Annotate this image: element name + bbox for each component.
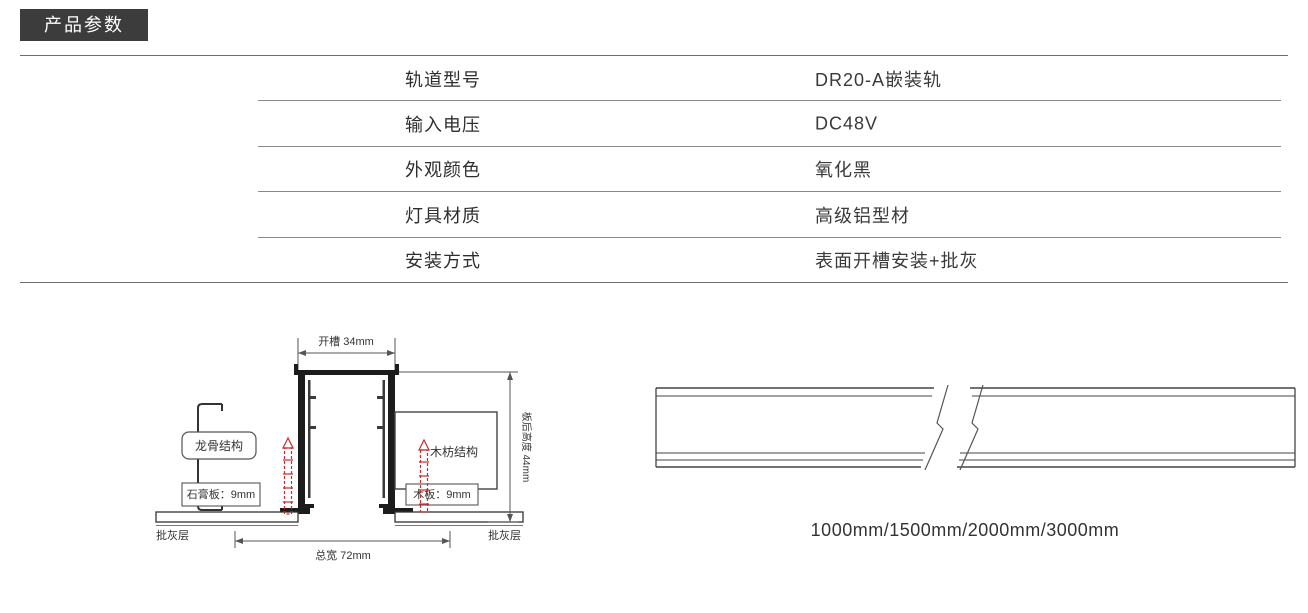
wood-batten-label: 木枋结构: [430, 444, 478, 459]
row-divider: [258, 236, 1281, 238]
wood-board-callout: 木板：9mm: [405, 483, 479, 506]
row-divider: [258, 191, 1281, 193]
row-divider: [258, 145, 1281, 147]
table-row: 输入电压 DC48V: [20, 101, 1288, 147]
wood-batten-callout: 木枋结构: [394, 411, 498, 490]
param-value: DC48V: [815, 113, 879, 134]
rear-height-label: 板后高度 44mm: [520, 412, 533, 483]
param-label: 外观颜色: [405, 160, 481, 181]
putty-layer-right-label: 批灰层: [488, 528, 521, 542]
putty-layer-left-label: 批灰层: [156, 528, 189, 542]
param-label: 轨道型号: [405, 69, 481, 90]
param-value: 高级铝型材: [815, 205, 910, 226]
wood-board-label: 木板：9mm: [413, 487, 470, 501]
row-divider: [258, 100, 1281, 102]
total-width-label: 总宽 72mm: [315, 548, 371, 562]
screw-icon: [282, 436, 294, 515]
table-row: 外观颜色 氧化黑: [20, 147, 1288, 193]
available-lengths-label: 1000mm/1500mm/2000mm/3000mm: [811, 520, 1120, 540]
gypsum-board-label: 石膏板：9mm: [187, 487, 255, 501]
param-value: 氧化黑: [815, 160, 872, 181]
ceiling-boards: [155, 511, 524, 526]
rear-height-dimension: 板后高度 44mm: [399, 371, 533, 523]
table-row: 灯具材质 高级铝型材: [20, 192, 1288, 238]
keel-structure-callout: 龙骨结构: [181, 431, 257, 460]
screw-icon: [418, 438, 430, 513]
track-profile: [280, 364, 413, 514]
section-title-badge: 产品参数: [20, 9, 148, 41]
track-length-diagram: 1000mm/1500mm/2000mm/3000mm: [655, 384, 1296, 540]
installation-cross-section-diagram: 开槽 34mm 龙骨结构: [155, 335, 533, 562]
keel-structure-label: 龙骨结构: [195, 438, 243, 453]
param-label: 灯具材质: [405, 205, 481, 226]
table-row: 安装方式 表面开槽安装+批灰: [20, 238, 1288, 283]
slot-width-label: 开槽 34mm: [318, 335, 374, 348]
param-value: DR20-A嵌装轨: [815, 69, 943, 90]
param-label: 输入电压: [405, 115, 481, 136]
param-label: 安装方式: [405, 251, 481, 272]
table-row: 轨道型号 DR20-A嵌装轨: [20, 56, 1288, 102]
slot-width-dimension: 开槽 34mm: [297, 335, 396, 372]
track-side-profile: [655, 384, 1296, 471]
gypsum-board-callout: 石膏板：9mm: [181, 482, 261, 507]
spec-table: 轨道型号 DR20-A嵌装轨 输入电压 DC48V 外观颜色 氧化黑 灯具材质 …: [20, 55, 1288, 283]
param-value: 表面开槽安装+批灰: [815, 251, 979, 272]
total-width-dimension: 总宽 72mm: [234, 531, 451, 562]
